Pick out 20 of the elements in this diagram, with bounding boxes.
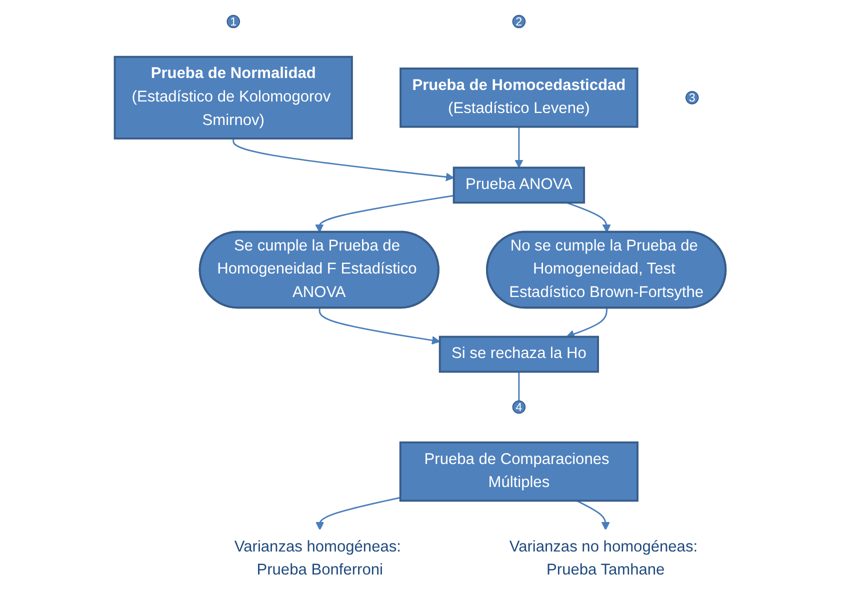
node-circle: 2 (512, 14, 526, 28)
node-box: Prueba de Comparaciones Múltiples (400, 441, 639, 502)
node-box: Prueba de Homocedasticdad (Estadístico Levene) (400, 68, 639, 128)
node-circle: 3 (686, 91, 700, 104)
arrow (319, 308, 441, 345)
node-text: Varianzas no homogéneas: Prueba Tamhane (510, 538, 698, 578)
connector (518, 372, 520, 401)
arrow (566, 308, 608, 338)
node-box: Si se rechaza la Ho (439, 336, 600, 373)
arrow (514, 126, 524, 168)
node-box: Prueba de Normalidad (Estadístico de Kolomogorov Smirnov) (114, 56, 354, 140)
node-circle: 4 (512, 400, 526, 414)
node-box: Prueba ANOVA (453, 166, 586, 204)
arrow (316, 496, 401, 530)
arrow (566, 202, 612, 233)
arrow (315, 194, 454, 233)
node-circle: 1 (227, 14, 240, 28)
node-text: Varianzas homogéneas: Prueba Bonferroni (234, 538, 402, 578)
arrow (232, 138, 454, 182)
arrow (576, 500, 610, 530)
